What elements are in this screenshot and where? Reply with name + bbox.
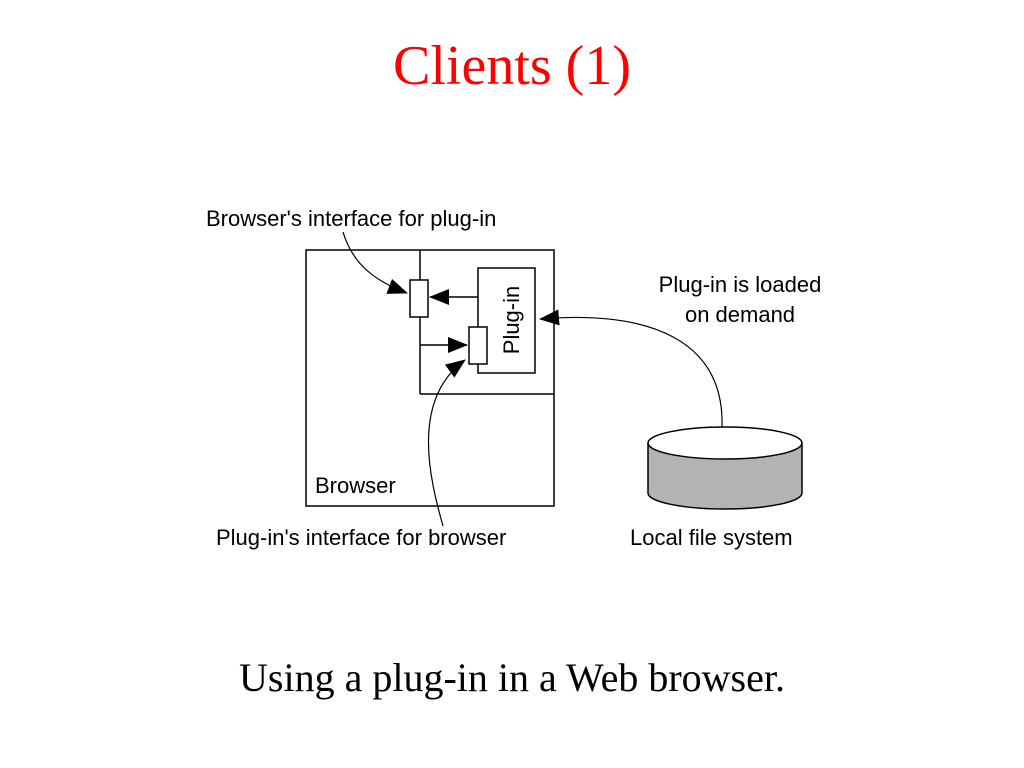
plugin-interface-box: [468, 326, 488, 365]
local-file-system-label: Local file system: [630, 525, 793, 550]
plugin-interface-label: Plug-in's interface for browser: [216, 525, 506, 550]
plugin-loaded-label-line2: on demand: [685, 302, 795, 327]
plugin-box-label: Plug-in: [499, 286, 524, 354]
slide-caption: Using a plug-in in a Web browser.: [239, 655, 785, 700]
pointer-browser-interface: [342, 231, 408, 294]
browser-interface-box: [409, 279, 429, 318]
browser-label: Browser: [315, 473, 396, 498]
browser-box: [305, 249, 555, 507]
pointer-plugin-interface: [427, 359, 466, 527]
browser-interface-label: Browser's interface for plug-in: [206, 206, 496, 231]
arrow-filesystem-to-plugin: [539, 309, 723, 429]
local-file-system-cylinder: [647, 426, 803, 510]
plugin-loaded-label-line1: Plug-in is loaded: [659, 272, 822, 297]
slide-title: Clients (1): [393, 35, 631, 97]
